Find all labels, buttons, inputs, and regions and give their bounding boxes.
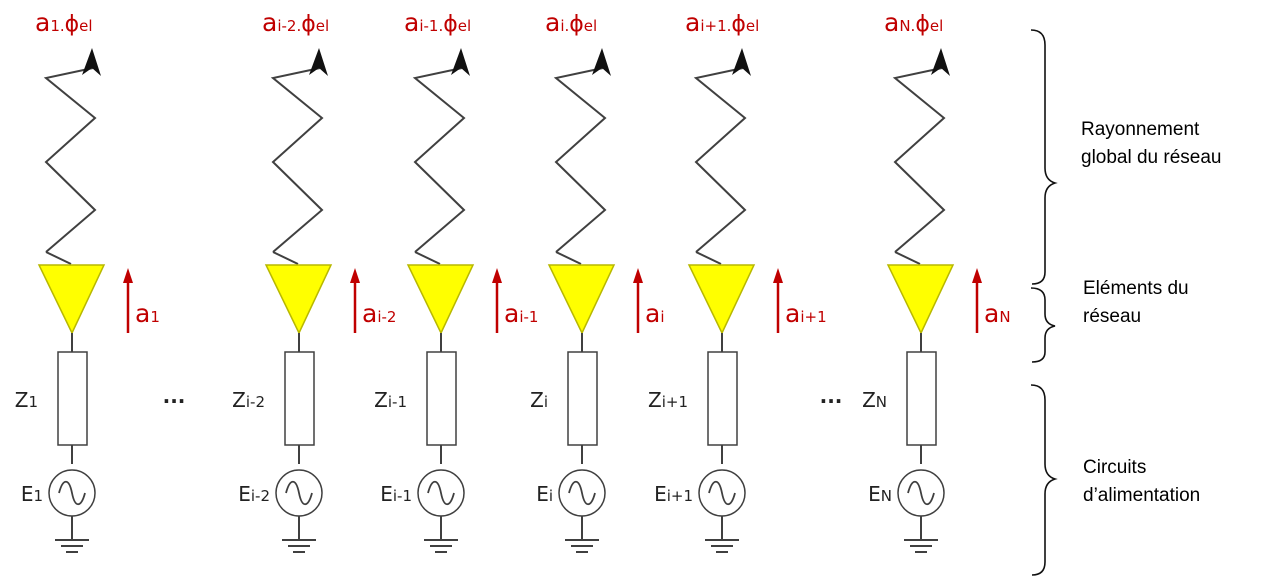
amplitude-label: ai <box>645 299 665 328</box>
antenna-element <box>687 264 756 335</box>
amplitude-label: aN <box>984 299 1011 328</box>
source-label: Ei-1 <box>380 482 412 506</box>
radiation-arrow-head <box>592 48 611 76</box>
label-radiation-line2: global du réseau <box>1081 147 1222 168</box>
label-radiation-line1: Rayonnement <box>1081 119 1200 140</box>
bracket-circuits <box>1030 384 1058 576</box>
sine-symbol <box>427 480 455 506</box>
output-label: ai.ϕel <box>545 8 597 37</box>
radiation-zigzag <box>270 67 324 253</box>
label-circuits: Circuits d’alimentation <box>1083 454 1200 510</box>
impedance-label: Zi-2 <box>232 388 265 412</box>
impedance-label: ZN <box>862 388 887 412</box>
array-column: aN.ϕel aN ZN EN <box>862 8 1011 553</box>
label-elements-line2: réseau <box>1083 306 1142 327</box>
radiation-arrow-head <box>931 48 950 76</box>
antenna-element <box>37 264 106 335</box>
radiation-zigzag <box>412 67 466 253</box>
radiation-zigzag <box>43 67 97 253</box>
impedance-box <box>567 351 598 446</box>
source-label: EN <box>868 482 892 506</box>
label-elements: Eléments du réseau <box>1083 275 1189 331</box>
impedance-label: Z1 <box>15 388 38 412</box>
amplitude-arrow-head <box>633 268 643 283</box>
impedance-label: Zi <box>530 388 548 412</box>
label-circuits-line2: d’alimentation <box>1083 485 1201 506</box>
bracket-elements <box>1030 287 1056 363</box>
source-label: E1 <box>21 482 43 506</box>
output-label: aN.ϕel <box>884 8 943 37</box>
antenna-element <box>886 264 955 335</box>
amplitude-label: ai-1 <box>504 299 538 328</box>
impedance-label: Zi+1 <box>648 388 688 412</box>
impedance-label: Zi-1 <box>374 388 407 412</box>
sine-symbol <box>58 480 86 506</box>
amplitude-arrow-head <box>350 268 360 283</box>
antenna-feed-line <box>555 251 582 265</box>
amplitude-label: ai-2 <box>362 299 396 328</box>
sine-symbol <box>568 480 596 506</box>
antenna-element <box>547 264 616 335</box>
label-radiation: Rayonnement global du réseau <box>1081 116 1222 172</box>
amplitude-label: ai+1 <box>785 299 827 328</box>
radiation-arrow-head <box>82 48 101 76</box>
array-column: ai-2.ϕel ai-2Zi-2Ei-2 <box>232 8 396 553</box>
bracket-radiation <box>1030 29 1058 285</box>
sine-symbol <box>708 480 736 506</box>
radiation-zigzag <box>892 67 946 253</box>
radiation-zigzag <box>553 67 607 253</box>
amplitude-arrow-head <box>972 268 982 283</box>
sine-symbol <box>285 480 313 506</box>
antenna-feed-line <box>695 251 722 265</box>
source-label: Ei-2 <box>238 482 270 506</box>
antenna-feed-line <box>414 251 441 265</box>
sine-symbol <box>907 480 935 506</box>
array-column: ai-1.ϕel ai-1Zi-1Ei-1 <box>374 8 538 553</box>
ellipsis-right: ... <box>820 384 843 408</box>
antenna-element <box>264 264 333 335</box>
antenna-feed-line <box>272 251 299 265</box>
radiation-arrow-head <box>451 48 470 76</box>
radiation-arrow-head <box>732 48 751 76</box>
amplitude-arrow-head <box>773 268 783 283</box>
impedance-box <box>57 351 88 446</box>
label-circuits-line1: Circuits <box>1083 457 1147 478</box>
output-label: ai-2.ϕel <box>262 8 329 37</box>
antenna-element <box>406 264 475 335</box>
output-label: ai+1.ϕel <box>685 8 759 37</box>
impedance-box <box>284 351 315 446</box>
output-label: a1.ϕel <box>35 8 93 37</box>
antenna-feed-line <box>894 251 921 265</box>
source-label: Ei <box>536 482 553 506</box>
array-column: ai+1.ϕel ai+1Zi+1Ei+1 <box>648 8 827 553</box>
source-label: Ei+1 <box>654 482 693 506</box>
output-label: ai-1.ϕel <box>404 8 471 37</box>
impedance-box <box>906 351 937 446</box>
radiation-arrow-head <box>309 48 328 76</box>
antenna-feed-line <box>45 251 72 265</box>
amplitude-arrow-head <box>123 268 133 283</box>
ellipsis-left: ... <box>163 384 186 408</box>
amplitude-arrow-head <box>492 268 502 283</box>
amplitude-label: a1 <box>135 299 160 328</box>
impedance-box <box>707 351 738 446</box>
label-elements-line1: Eléments du <box>1083 278 1189 299</box>
impedance-box <box>426 351 457 446</box>
radiation-zigzag <box>693 67 747 253</box>
